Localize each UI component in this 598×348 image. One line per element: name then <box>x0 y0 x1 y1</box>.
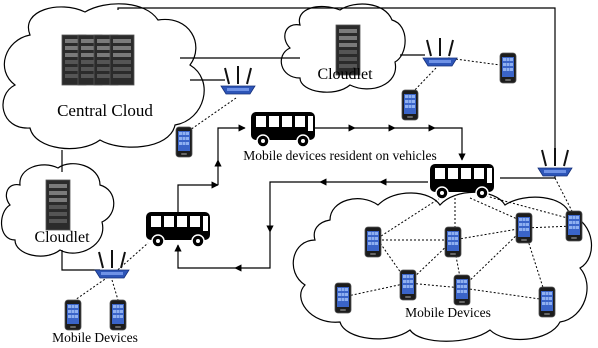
link-cloudlet-left-to-router <box>61 250 100 271</box>
central-cloud-label: Central Cloud <box>57 101 153 120</box>
cloudlet-left-label: Cloudlet <box>34 229 90 246</box>
phone-icon <box>538 286 556 318</box>
mobile-devices-cluster-label: Mobile Devices <box>405 305 491 320</box>
phone-icon <box>364 226 382 258</box>
cloudlet-left-server-icon <box>45 179 71 231</box>
phone-icon <box>64 299 82 331</box>
bus-top-icon <box>250 111 316 148</box>
central-cloud-server-rack-icon <box>61 34 135 86</box>
phone-icon <box>175 126 193 158</box>
phone-icon <box>565 210 583 242</box>
phone-icon <box>401 89 419 121</box>
phone-icon <box>515 212 533 244</box>
link-cloud-to-right-router <box>117 7 556 155</box>
router-right-icon <box>537 147 573 177</box>
phone-icon <box>334 282 352 314</box>
mobile-devices-bottom-label: Mobile Devices <box>52 330 138 345</box>
phone-icon <box>109 299 127 331</box>
router-left-top-icon <box>220 65 256 95</box>
phone-icon <box>444 226 462 258</box>
router-top-right-icon <box>422 37 458 67</box>
cloudlet-top-label: Cloudlet <box>317 66 373 83</box>
bus-left-icon <box>145 211 211 248</box>
phone-icon <box>453 274 471 306</box>
vehicles-label: Mobile devices resident on vehicles <box>243 148 436 163</box>
solid-links <box>61 7 556 271</box>
phone-icon <box>399 269 417 301</box>
phone-icon <box>499 52 517 84</box>
